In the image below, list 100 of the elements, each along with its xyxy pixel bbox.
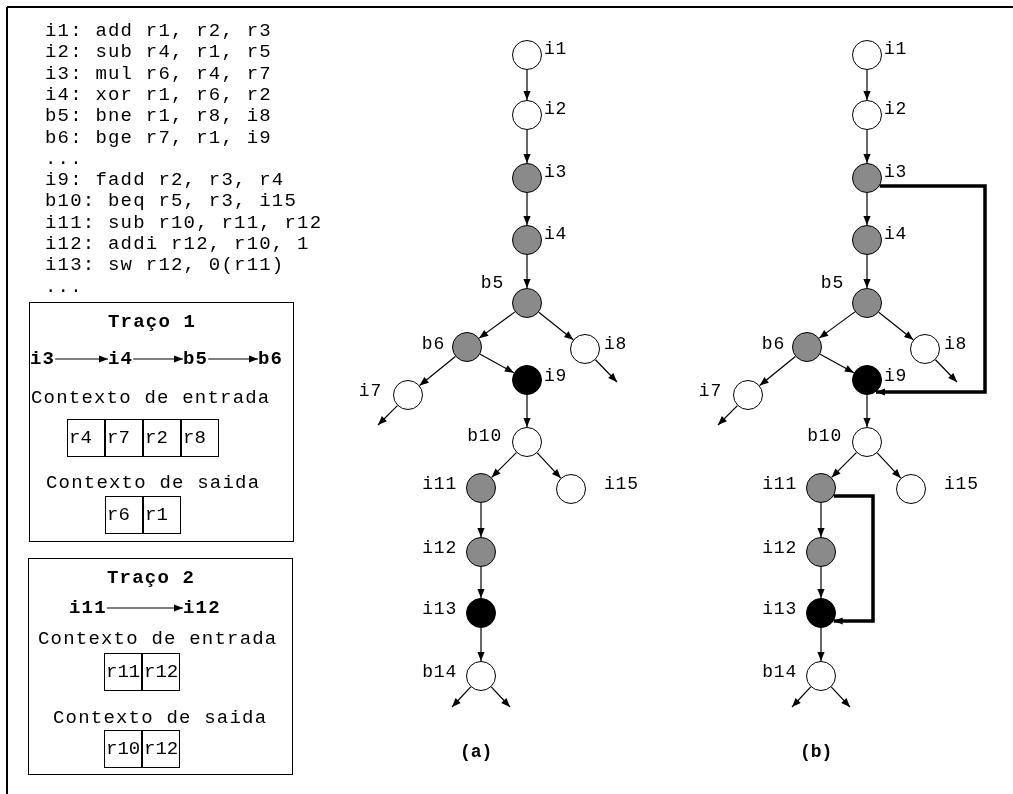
arrow <box>863 192 871 226</box>
arrow <box>523 69 531 101</box>
arrow <box>477 566 485 599</box>
instruction-label: i3 <box>30 348 56 370</box>
arrow <box>523 254 531 289</box>
arrow <box>818 311 856 339</box>
arrow <box>132 355 184 363</box>
arrow <box>491 452 517 478</box>
node-label: i3 <box>544 162 568 182</box>
arrow <box>523 394 531 428</box>
node-label: i11 <box>422 474 457 494</box>
arrow <box>819 353 855 374</box>
arrow <box>863 394 871 428</box>
arrow <box>876 184 987 396</box>
arrow <box>106 604 184 612</box>
node-label: b10 <box>807 426 842 446</box>
code-line: i3: mul r6, r4, r7 <box>45 62 272 85</box>
arrow <box>377 405 398 426</box>
arrow <box>863 69 871 101</box>
node-label: b6 <box>761 334 785 354</box>
instruction-label: i11 <box>69 597 107 619</box>
code-line: i11: sub r10, r11, r12 <box>45 211 323 234</box>
context-heading: Contexto de saida <box>53 707 268 729</box>
node-label: i8 <box>604 334 628 354</box>
node-label: i15 <box>604 474 639 494</box>
node-label: i4 <box>544 224 568 244</box>
register-cell: r12 <box>142 730 180 768</box>
code-line: i13: sw r12, 0(r11) <box>45 254 285 277</box>
arrow <box>477 502 485 538</box>
arrow <box>817 566 825 599</box>
arrow <box>477 627 485 662</box>
code-line: ... <box>45 147 83 170</box>
code-line: i12: addi r12, r10, 1 <box>45 233 310 255</box>
node-label: i11 <box>762 474 797 494</box>
arrow <box>817 627 825 662</box>
arrow <box>863 129 871 164</box>
trace-panel <box>28 558 293 775</box>
instruction-label: b5 <box>183 348 209 370</box>
node-label: i13 <box>422 599 457 619</box>
node-label: i12 <box>762 538 797 558</box>
register-cell: r7 <box>105 419 143 457</box>
register-cell: r6 <box>105 496 143 534</box>
arrow <box>419 355 456 387</box>
arrow <box>831 452 857 478</box>
arrow <box>594 359 618 383</box>
arrow <box>830 686 851 708</box>
trace-title: Traço 1 <box>108 311 197 333</box>
instruction-label: i12 <box>183 597 221 619</box>
node-label: i13 <box>762 599 797 619</box>
panel-caption: (a) <box>460 741 493 763</box>
node-label: i15 <box>944 474 979 494</box>
node-label: b14 <box>762 662 797 682</box>
node-label: i12 <box>422 538 457 558</box>
arrow <box>523 129 531 164</box>
arrow <box>878 311 914 341</box>
code-line: i4: xor r1, r6, r2 <box>45 83 272 106</box>
node-label: i7 <box>698 381 722 401</box>
arrow <box>791 686 812 708</box>
register-cell: r4 <box>67 419 105 457</box>
arrow <box>863 254 871 289</box>
trace-panel <box>29 302 294 542</box>
code-line: i2: sub r4, r1, r5 <box>45 41 272 64</box>
node-label: i7 <box>358 381 382 401</box>
code-line: b10: beq r5, r3, i15 <box>45 190 298 213</box>
arrow <box>207 355 259 363</box>
arrow <box>759 355 796 387</box>
arrow <box>523 192 531 226</box>
node-label: i1 <box>884 39 908 59</box>
arrow <box>538 311 574 341</box>
node-label: i2 <box>544 99 568 119</box>
node-label: b5 <box>480 273 504 293</box>
code-line: b6: bge r7, r1, i9 <box>45 126 272 149</box>
code-line: b5: bne r1, r8, i8 <box>45 105 272 128</box>
arrow <box>934 359 958 383</box>
node-label: i9 <box>884 366 908 386</box>
arrow <box>817 502 825 538</box>
node-label: i4 <box>884 224 908 244</box>
arrow <box>490 686 511 708</box>
arrow <box>54 355 109 363</box>
arrow <box>479 353 515 374</box>
code-line: i9: fadd r2, r3, r4 <box>45 169 285 192</box>
arrow <box>876 452 902 479</box>
trace-title: Traço 2 <box>107 567 196 589</box>
node-label: b14 <box>422 662 457 682</box>
panel-caption: (b) <box>800 741 833 763</box>
arrow <box>536 452 562 479</box>
node-label: b10 <box>467 426 502 446</box>
context-heading: Contexto de saida <box>46 472 261 494</box>
arrow <box>451 686 472 708</box>
register-cell: r12 <box>142 653 180 691</box>
context-heading: Contexto de entrada <box>38 628 278 650</box>
instruction-label: i4 <box>108 348 134 370</box>
register-cell: r11 <box>104 653 142 691</box>
node-label: i1 <box>544 39 568 59</box>
context-heading: Contexto de entrada <box>31 387 271 409</box>
arrow <box>478 311 516 339</box>
register-cell: r8 <box>181 419 219 457</box>
node-label: i9 <box>544 366 568 386</box>
arrow <box>833 494 875 625</box>
node-label: i3 <box>884 162 908 182</box>
